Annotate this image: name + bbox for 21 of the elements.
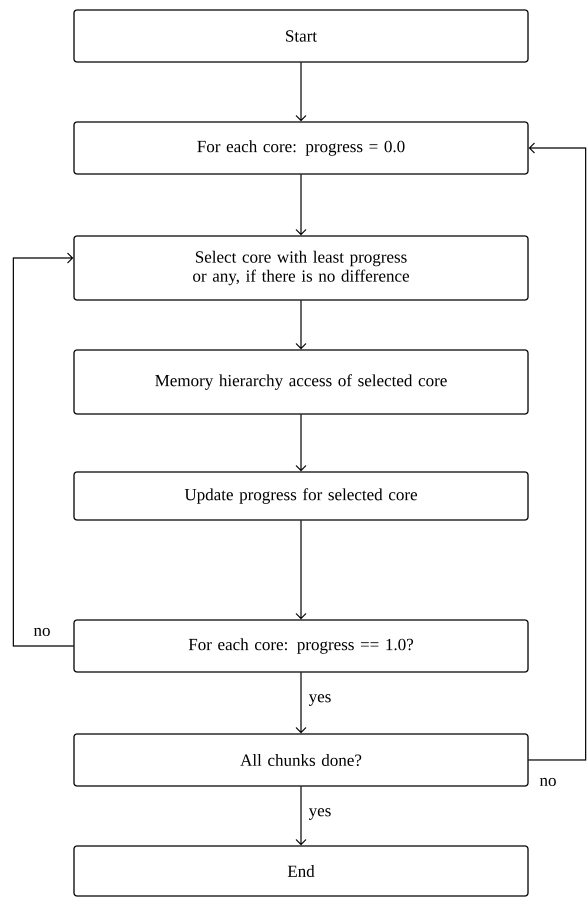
edge-label: yes xyxy=(308,808,331,820)
edge-label: no xyxy=(34,628,50,636)
arrow xyxy=(296,520,306,620)
arrow xyxy=(12,252,74,647)
arrow xyxy=(296,300,306,350)
process-box: Memory hierarchy access of selected core xyxy=(73,349,529,415)
arrow xyxy=(296,672,306,734)
arrow xyxy=(296,62,306,122)
process-box: Start xyxy=(73,9,529,63)
process-box: For each core: progress = 0.0 xyxy=(73,121,529,175)
arrow xyxy=(296,786,306,846)
arrow xyxy=(296,174,306,236)
process-box: End xyxy=(73,845,529,897)
edge-label: yes xyxy=(308,694,331,706)
process-box: All chunks done? xyxy=(73,733,529,787)
process-box: For each core: progress == 1.0? xyxy=(73,619,529,673)
process-box: Update progress for selected core xyxy=(73,471,529,521)
arrow xyxy=(528,142,586,761)
process-box: Select core with least progress or any, if there is no difference xyxy=(73,235,529,301)
arrow xyxy=(296,414,306,472)
edge-label: no xyxy=(540,778,556,786)
